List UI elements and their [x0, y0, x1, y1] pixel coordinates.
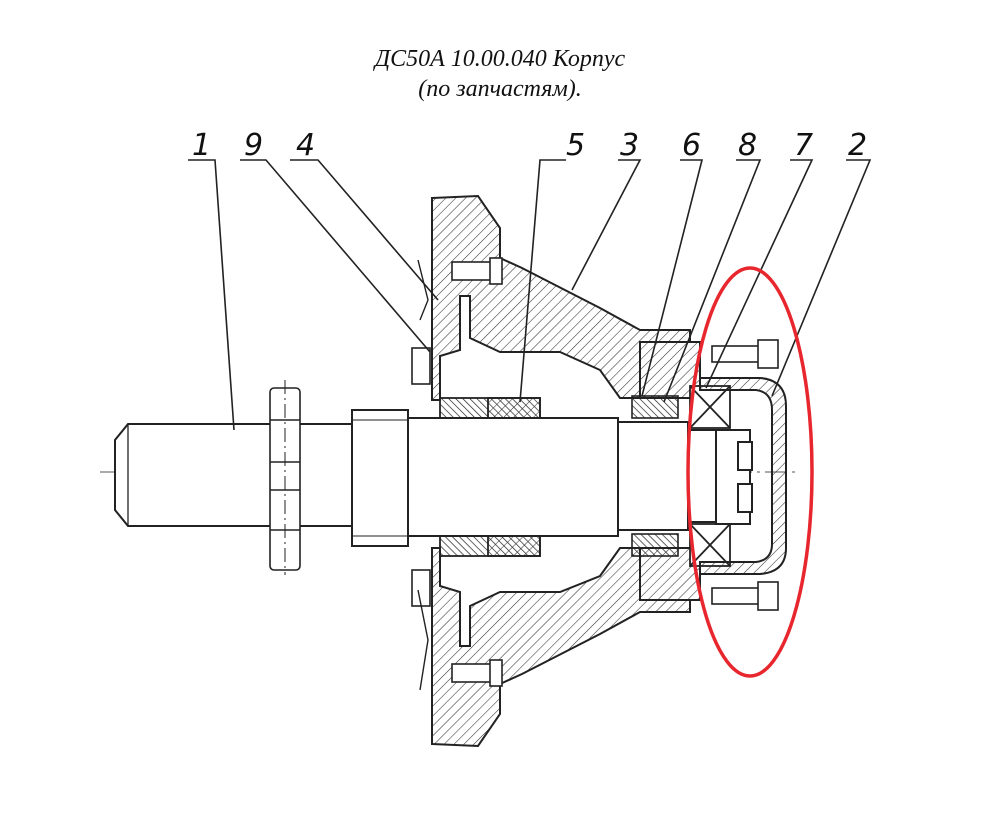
shaft — [114, 409, 719, 547]
end-cover — [699, 377, 787, 575]
drawing-title-line2: (по запчастям). — [418, 76, 582, 102]
callout-7: 7 — [794, 128, 813, 163]
housing-body — [431, 194, 701, 748]
callout-6: 6 — [682, 128, 701, 163]
callout-8: 8 — [738, 128, 757, 163]
drawing-title: ДС50А 10.00.040 Корпус (по запчастям). — [0, 44, 1000, 104]
callout-3: 3 — [620, 128, 639, 163]
callout-2: 2 — [848, 128, 867, 163]
highlight-ellipse — [686, 266, 814, 678]
lock-wire — [417, 259, 429, 691]
callout-5: 5 — [566, 128, 585, 163]
shaft-key — [269, 380, 301, 575]
callout-4: 4 — [296, 128, 315, 163]
bolts — [411, 257, 779, 687]
callout-1: 1 — [192, 128, 211, 163]
callout-9: 9 — [244, 128, 263, 163]
leader-lines — [188, 159, 872, 431]
bearing — [689, 385, 731, 567]
drawing-title-line1: ДС50А 10.00.040 Корпус — [374, 46, 626, 72]
bushing — [439, 397, 541, 557]
seal — [631, 395, 679, 557]
